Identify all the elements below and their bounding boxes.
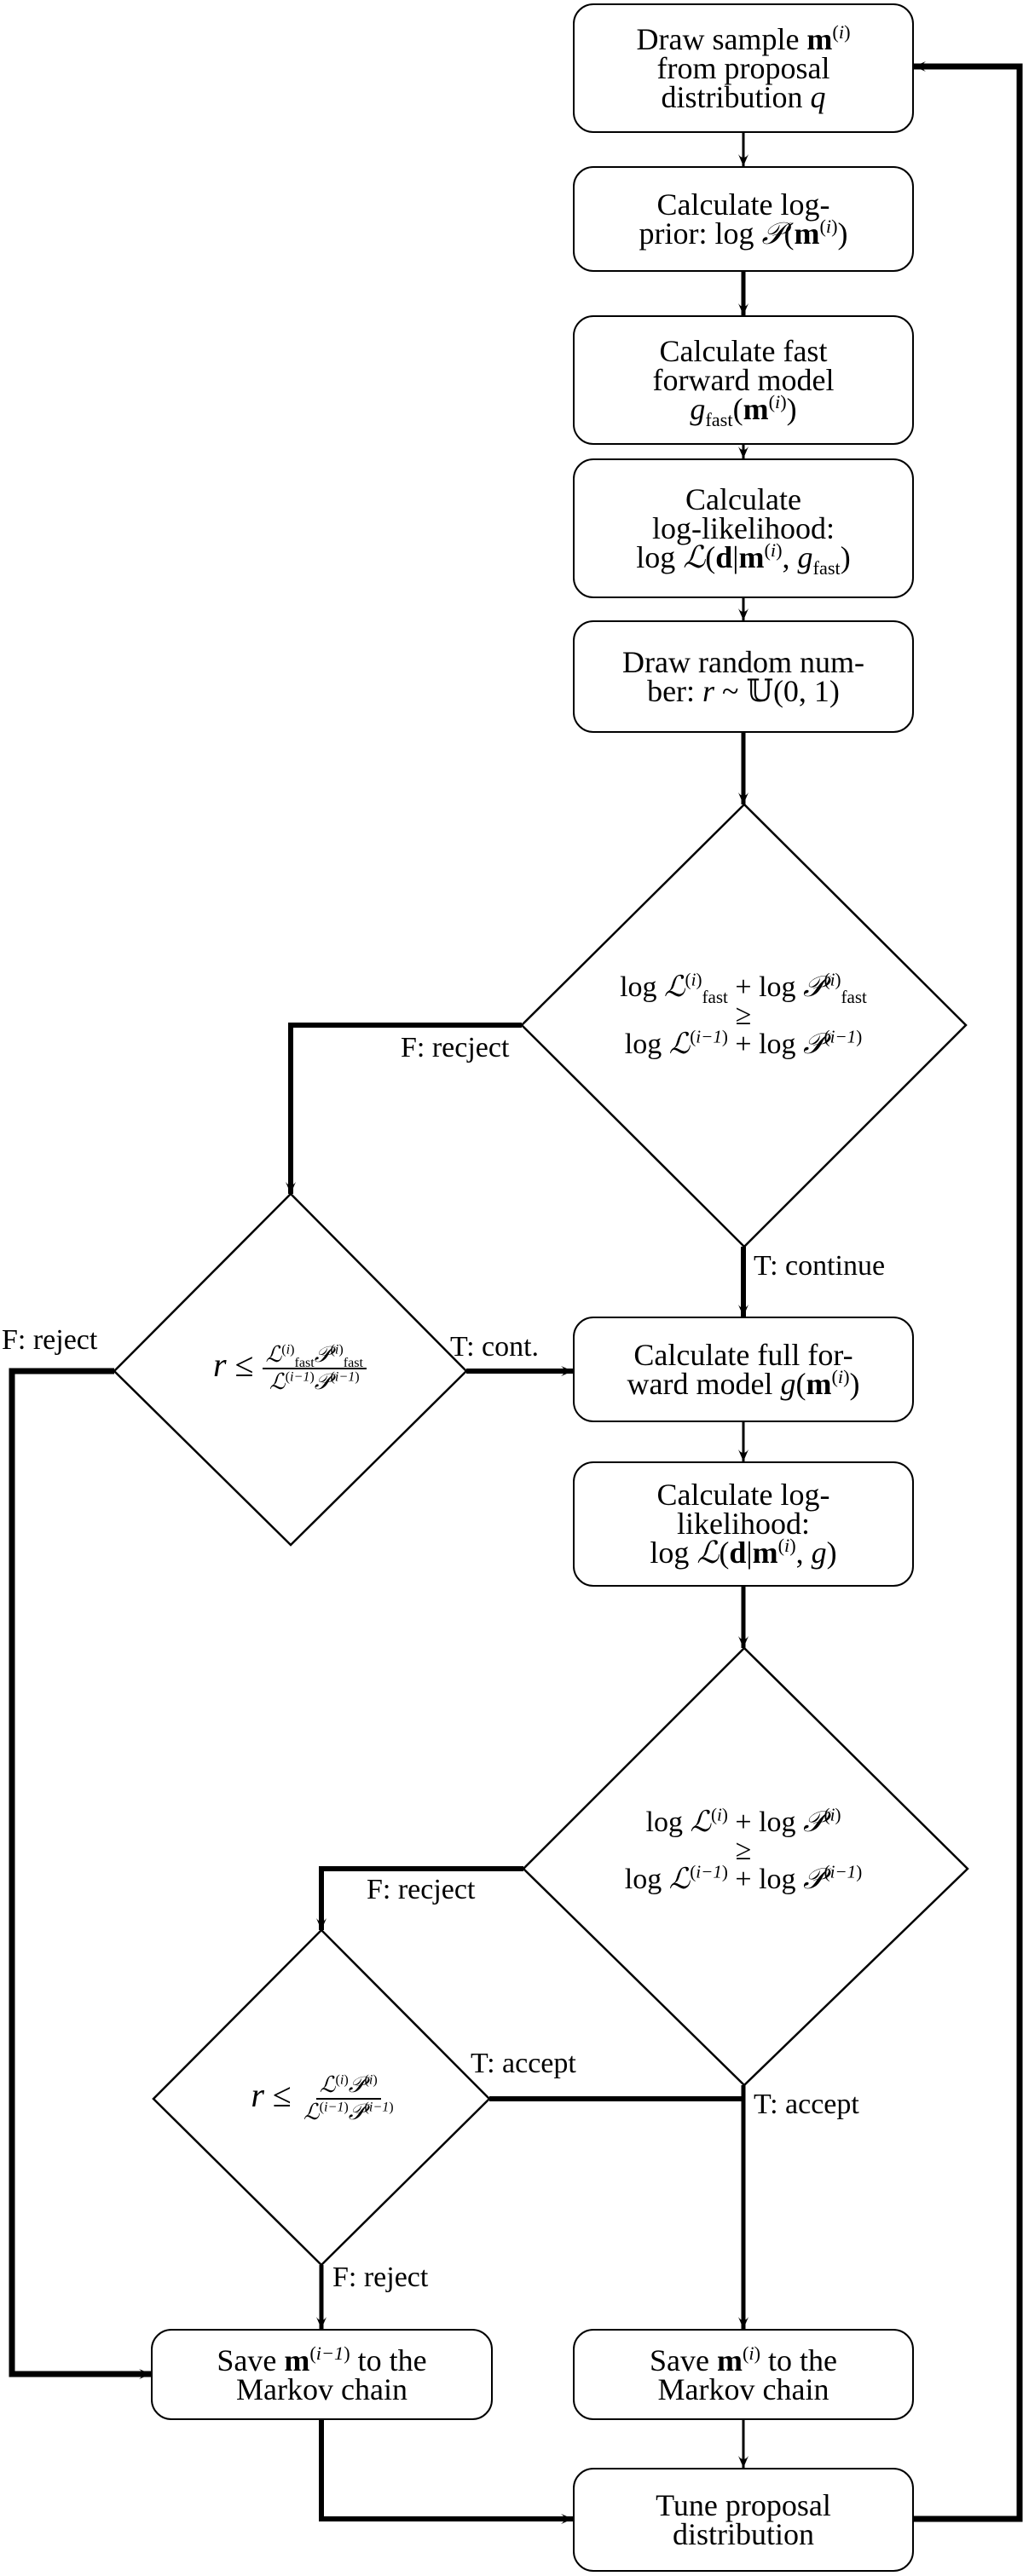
edge-label-full-ratio-false: F: reject: [332, 2262, 429, 2293]
box-tune-proposal: Tune proposal distribution: [573, 2468, 914, 2572]
box-save-previous-sample: Save m(i−1) to the Markov chain: [151, 2329, 493, 2420]
edge-label-fast-check-false: F: recject: [401, 1032, 510, 1063]
edge-full-check-false: [316, 1866, 523, 1930]
box-fast-forward-model: Calculate fast forward model gfast(m(i)): [573, 315, 914, 445]
decision-fast-ratio-diamond: [113, 1192, 468, 1547]
box-draw-sample: Draw sample m(i) from proposal distribut…: [573, 3, 914, 133]
box-log-prior: Calculate log- prior: log 𝒫(m(i)): [573, 166, 914, 272]
edge-label-full-check-false: F: recject: [367, 1874, 476, 1905]
box-save-current-sample: Save m(i) to the Markov chain: [573, 2329, 914, 2420]
box-fast-log-likelihood: Calculate log-likelihood: log ℒ(d|m(i), …: [573, 458, 914, 598]
edge-fast-check-false: [286, 1023, 522, 1194]
edge-label-fast-check-true: T: continue: [754, 1250, 886, 1282]
box-full-forward-model: Calculate full for- ward model g(m(i)): [573, 1317, 914, 1422]
edge-save-previous-to-tune: [319, 2420, 573, 2524]
box-draw-random-number: Draw random num- ber: r ~ 𝕌(0, 1): [573, 620, 914, 733]
edge-label-fast-ratio-false: F: reject: [2, 1324, 98, 1356]
box-full-log-likelihood: Calculate log- likelihood: log ℒ(d|m(i),…: [573, 1461, 914, 1587]
edge-tune-to-sample-loop: [914, 61, 1023, 2522]
edge-label-fast-ratio-true: T: cont.: [450, 1331, 540, 1363]
edge-fast-ratio-false: [9, 1368, 151, 2379]
decision-full-check-condition: log ℒ(i) + log 𝒫(i) ≥ log ℒ(i−1) + log 𝒫…: [624, 1804, 863, 1896]
decision-fast-check-condition: log ℒ(i)fast + log 𝒫(i)fast ≥ log ℒ(i−1)…: [620, 969, 867, 1061]
decision-full-ratio-condition: r ≤ ℒ(i)𝒫(i)ℒ(i−1)𝒫(i−1): [251, 2072, 394, 2125]
edge-label-full-ratio-true: T: accept: [471, 2048, 576, 2079]
edge-label-full-check-true: T: accept: [754, 2089, 859, 2120]
